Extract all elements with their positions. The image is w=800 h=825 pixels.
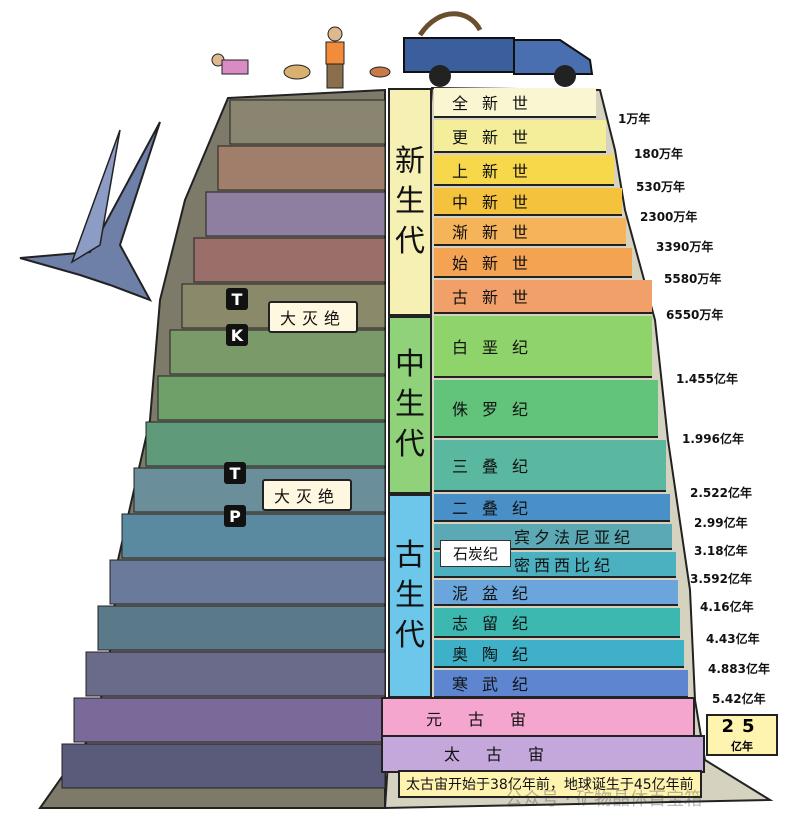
era-label-paleozoic: 古 生 代	[388, 494, 432, 698]
era-char: 代	[395, 224, 425, 259]
extinction-letter-k: K	[226, 324, 248, 346]
period-end-date: 530万年	[636, 180, 686, 194]
era-char: 代	[395, 427, 425, 462]
period-end-date: 2.99亿年	[694, 516, 748, 530]
proterozoic-band	[381, 697, 695, 737]
period-band: 寒武纪	[434, 670, 688, 698]
period-end-date: 4.883亿年	[708, 662, 770, 676]
age-box: 25 亿年	[706, 714, 778, 756]
period-band: 始新世	[434, 248, 632, 278]
period-band: 渐新世	[434, 218, 626, 246]
footnote: 太古宙开始于38亿年前，地球诞生于45亿年前	[398, 770, 702, 798]
period-band: 上新世	[434, 155, 614, 186]
period-band: 侏罗纪	[434, 380, 658, 438]
extinction-tag-kt: 大灭绝	[268, 301, 359, 333]
period-band: 三叠纪	[434, 440, 666, 492]
period-end-date: 6550万年	[666, 308, 724, 322]
era-char: 中	[395, 347, 425, 382]
era-label-cenozoic: 新 生 代	[388, 88, 432, 316]
extinction-tag-pt: 大灭绝	[262, 479, 353, 511]
rock-stratum	[193, 237, 386, 283]
age-box-unit: 亿年	[731, 740, 753, 753]
period-end-date: 1万年	[618, 112, 651, 126]
period-end-date: 2300万年	[640, 210, 698, 224]
rock-stratum	[229, 99, 386, 145]
period-end-date: 4.43亿年	[706, 632, 760, 646]
rock-stratum	[157, 375, 386, 421]
period-band: 古新世	[434, 280, 652, 314]
rock-stratum	[97, 605, 386, 651]
rock-stratum	[73, 697, 386, 743]
era-label-mesozoic: 中 生 代	[388, 316, 432, 494]
rock-stratum	[217, 145, 386, 191]
era-char: 新	[395, 144, 425, 179]
period-band: 泥盆纪	[434, 580, 678, 606]
eon-proterozoic: 元古宙	[426, 710, 553, 729]
period-end-date: 1.996亿年	[682, 432, 744, 446]
age-box-number: 25	[721, 716, 763, 737]
period-band: 更新世	[434, 120, 606, 153]
period-end-date: 3390万年	[656, 240, 714, 254]
era-char: 代	[395, 618, 425, 653]
truck-illustration	[403, 11, 594, 87]
period-end-date: 180万年	[634, 147, 684, 161]
era-char: 生	[395, 578, 425, 613]
era-char: 古	[395, 538, 425, 573]
explorers-illustration	[211, 26, 391, 89]
period-band: 奥陶纪	[434, 640, 684, 668]
period-band: 全新世	[434, 88, 596, 118]
rock-stratum	[85, 651, 386, 697]
rock-stratum	[169, 329, 386, 375]
rock-stratum	[109, 559, 386, 605]
rock-stratum	[61, 743, 386, 789]
rock-stratum	[121, 513, 386, 559]
period-band: 志留纪	[434, 608, 680, 638]
period-band: 中新世	[434, 188, 622, 216]
extinction-letter-t1: T	[226, 288, 248, 310]
archean-band	[381, 735, 705, 773]
rock-stratum	[145, 421, 386, 467]
extinction-letter-t2: T	[224, 462, 246, 484]
period-end-date: 4.16亿年	[700, 600, 754, 614]
watermark: 公众号 · 矿物晶体百宝箱	[505, 789, 703, 810]
era-char: 生	[395, 387, 425, 422]
rock-stratum	[205, 191, 386, 237]
period-band: 二叠纪	[434, 494, 670, 522]
period-end-date: 2.522亿年	[690, 486, 752, 500]
period-end-date: 3.18亿年	[694, 544, 748, 558]
period-end-date: 1.455亿年	[676, 372, 738, 386]
period-band: 白垩纪	[434, 316, 652, 378]
extinction-letter-p: P	[224, 505, 246, 527]
period-end-date: 5580万年	[664, 272, 722, 286]
period-end-date: 5.42亿年	[712, 692, 766, 706]
carboniferous-label: 石炭纪	[440, 540, 512, 567]
eon-archean: 太古宙	[444, 745, 571, 764]
pterosaur-illustration	[19, 121, 161, 302]
era-char: 生	[395, 184, 425, 219]
period-end-date: 3.592亿年	[690, 572, 752, 586]
